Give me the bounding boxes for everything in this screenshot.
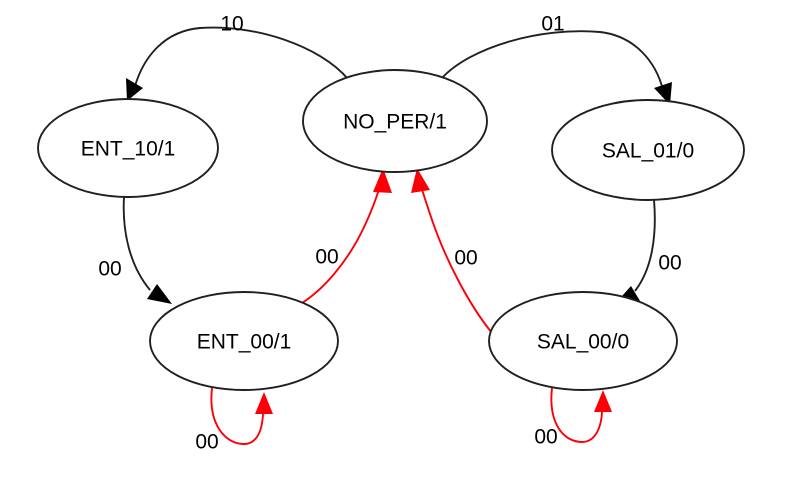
state-ellipse-ent_10 [37,98,219,198]
state-label-no_per: NO_PER/1 [343,111,447,134]
arrowhead-ent_10-ent_00 [147,284,172,304]
transition-sal_01-to-sal_00[interactable]: 00 [614,199,682,305]
transition-ent_00-to-no_per[interactable]: 00 [296,168,392,307]
arrowhead-ent_00-no_per [373,168,392,193]
state-ellipse-ent_00 [149,291,339,391]
edge-label-01: 01 [541,13,564,36]
state-label-sal_00: SAL_00/0 [537,331,629,354]
state-label-ent_10: ENT_10/1 [81,138,176,161]
state-ellipse-sal_00 [488,291,678,391]
transition-sal_00-to-no_per[interactable]: 00 [411,168,493,334]
edge-path-sal_00-no_per [420,185,493,334]
edge-path-ent_00-no_per [296,185,381,307]
transition-no_per-to-sal_01[interactable]: 01 [440,13,672,105]
arrowhead-sal_00-no_per [411,168,430,193]
transition-sal_00-self-loop[interactable]: 00 [534,387,612,449]
edge-path-no_per-ent_10 [134,26,349,87]
edge-path-sal_00-self [550,387,603,443]
edge-label-00-ent10-ent00: 00 [98,258,121,281]
state-label-sal_01: SAL_01/0 [602,140,694,163]
state-node-no_per[interactable]: NO_PER/1 [302,69,488,173]
state-label-ent_00: ENT_00/1 [197,331,292,354]
edge-path-no_per-sal_01 [440,30,664,91]
edge-label-00-sal00-self: 00 [534,426,557,449]
edge-label-00-sal01-sal00: 00 [658,252,681,275]
arrowhead-no_per-ent_10 [126,78,143,101]
transition-no_per-to-ent_10[interactable]: 10 [126,13,349,101]
state-node-sal_00[interactable]: SAL_00/0 [488,291,678,391]
edge-path-sal_01-sal_00 [634,199,656,292]
edge-label-00-ent00-self: 00 [195,431,218,454]
transition-ent_00-self-loop[interactable]: 00 [195,387,273,454]
edge-path-ent_00-self [210,387,264,445]
state-node-ent_10[interactable]: ENT_10/1 [37,98,219,198]
state-ellipse-sal_01 [551,99,745,201]
edge-label-00-sal00-noper: 00 [454,247,477,270]
state-node-sal_01[interactable]: SAL_01/0 [551,99,745,201]
state-ellipse-no_per [302,69,488,173]
edge-label-00-ent00-noper: 00 [315,246,338,269]
arrowhead-ent_00-self [255,392,273,414]
arrowhead-sal_00-self [594,390,612,412]
edge-label-10: 10 [220,13,243,36]
transition-ent_10-to-ent_00[interactable]: 00 [98,196,172,304]
arrowhead-no_per-sal_01 [654,82,672,105]
edge-path-ent_10-ent_00 [122,196,151,291]
state-node-ent_00[interactable]: ENT_00/1 [149,291,339,391]
